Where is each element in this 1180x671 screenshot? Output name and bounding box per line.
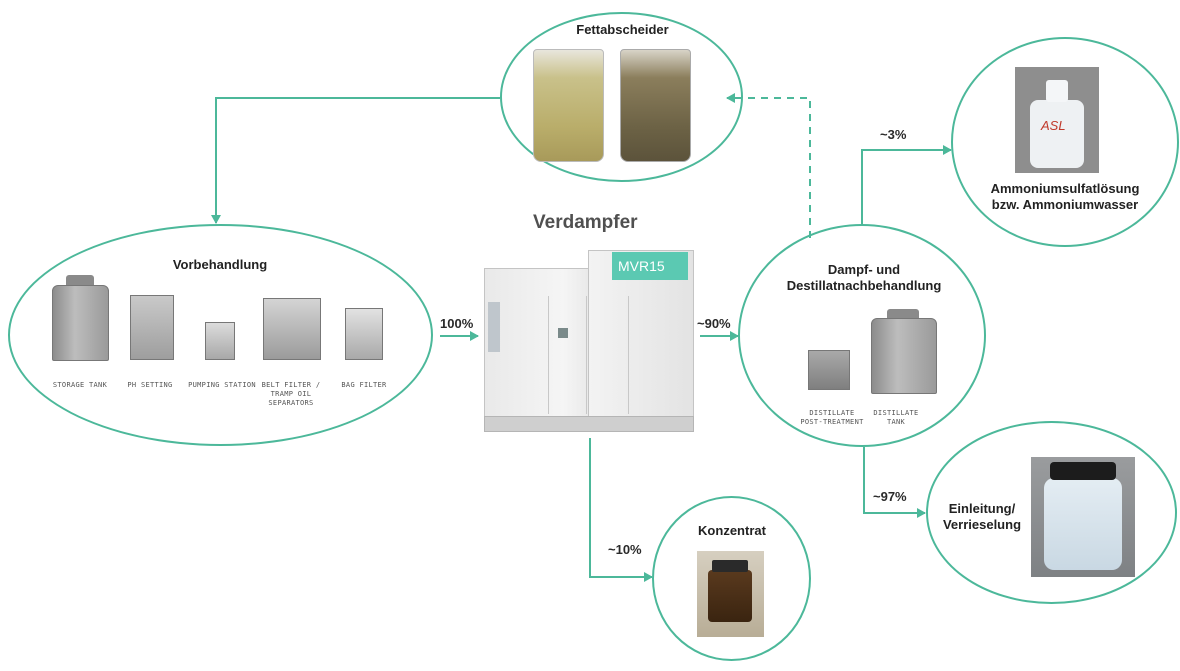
grease-sample-left-image [533, 49, 604, 162]
distillate-title: Dampf- und Destillatnachbehandlung [786, 262, 942, 293]
discharge-title: Einleitung/ Verrieselung [942, 501, 1022, 532]
pretreatment-title: Vorbehandlung [172, 257, 268, 272]
caption-pumping-station: PUMPING STATION [188, 381, 256, 389]
belt-filter-image [263, 298, 321, 360]
caption-storage-tank: STORAGE TANK [52, 381, 108, 389]
discharge-node [926, 421, 1177, 604]
distillate-node [738, 224, 986, 447]
flow-label-discharge: ~97% [873, 489, 907, 504]
ammonium-title: Ammoniumsulfatlösung bzw. Ammoniumwasser [990, 181, 1140, 212]
flow-distillate-to-grease-dashed [726, 93, 811, 238]
bag-filter-image [345, 308, 383, 360]
ammonium-node [951, 37, 1179, 247]
concentrate-jar-body [708, 570, 752, 622]
flow-grease-to-pretreatment [211, 97, 500, 224]
grease-sample-right-image [620, 49, 691, 162]
caption-distillate-post-treatment: DISTILLATE POST-TREATMENT [800, 409, 864, 426]
evaporator-badge: MVR15 [618, 258, 665, 274]
caption-belt-filter: BELT FILTER / TRAMP OIL SEPARATORS [261, 381, 321, 407]
discharge-bottle-cap [1050, 462, 1116, 480]
ph-setting-image [130, 295, 174, 360]
distillate-post-treatment-image [808, 350, 850, 390]
flow-evaporator-to-concentrate [589, 438, 653, 582]
grease-separator-title: Fettabscheider [576, 22, 669, 37]
concentrate-jar-cap [712, 560, 748, 572]
ammonium-bottle-body [1030, 100, 1084, 168]
ammonium-bottle-cap [1046, 80, 1068, 102]
caption-ph-setting: PH SETTING [127, 381, 173, 389]
concentrate-node [652, 496, 811, 661]
grease-separator-node [500, 12, 743, 182]
caption-bag-filter: BAG FILTER [341, 381, 387, 389]
concentrate-title: Konzentrat [698, 523, 766, 538]
evaporator-title: Verdampfer [533, 212, 638, 233]
discharge-bottle-body [1044, 478, 1122, 570]
pumping-station-image [205, 322, 235, 360]
flow-label-concentrate: ~10% [608, 542, 642, 557]
caption-distillate-tank: DISTILLATE TANK [873, 409, 919, 426]
flow-label-distillate: ~90% [697, 316, 731, 331]
flow-label-in: 100% [440, 316, 474, 331]
ammonium-bottle-label: ASL [1041, 118, 1066, 133]
flow-label-ammonium: ~3% [880, 127, 907, 142]
flow-distillate-to-ammonium [861, 145, 952, 225]
flow-distillate-to-discharge [863, 447, 926, 518]
pretreatment-node [8, 224, 433, 446]
